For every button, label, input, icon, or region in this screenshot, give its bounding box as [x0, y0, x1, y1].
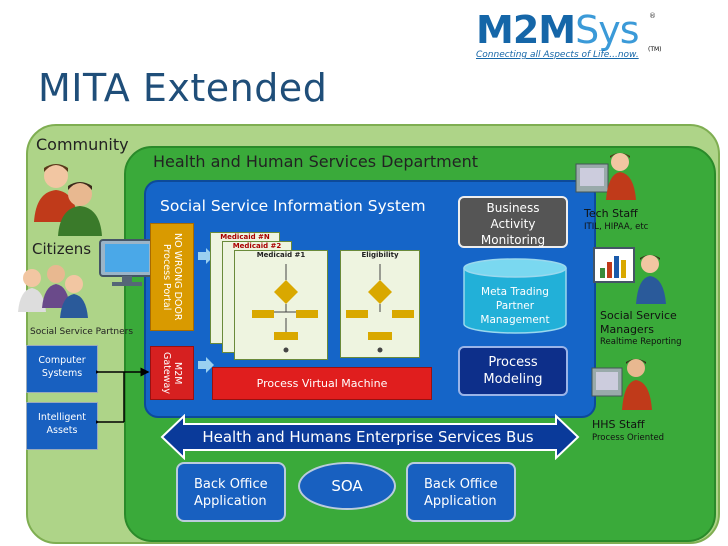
hhs-staff-icon — [591, 359, 652, 410]
logo-tagline: Connecting all Aspects of Life...now. — [476, 50, 639, 60]
registered-mark: ® — [649, 12, 656, 20]
citizens-people-icon — [34, 164, 102, 236]
nwd-label: NO WRONG DOOR Process Portal — [161, 233, 183, 321]
soa-node: SOA — [298, 462, 396, 510]
no-wrong-door-portal: NO WRONG DOOR Process Portal — [150, 223, 194, 331]
medicaid-1-card: Medicaid #1 — [234, 250, 328, 360]
process-virtual-machine: Process Virtual Machine — [212, 367, 432, 400]
computer-monitor-icon — [99, 239, 155, 286]
back-office-application-left: Back Office Application — [176, 462, 286, 522]
enterprise-services-bus-arrow — [160, 414, 580, 460]
process-modeling: Process Modeling — [458, 346, 568, 396]
medicaid-2-title: Medicaid #2 — [232, 242, 282, 250]
intelligent-assets-box: Intelligent Assets — [26, 402, 98, 450]
tech-staff-sub: ITIL, HIPAA, etc — [584, 222, 649, 232]
eligibility-title: Eligibility — [361, 251, 399, 259]
meta-trading-database-icon — [463, 258, 567, 334]
page-title: MITA Extended — [38, 66, 328, 110]
m2msys-logo: M2MSys Connecting all Aspects of Life...… — [476, 8, 676, 70]
medicaid-workflow-diagram — [252, 264, 318, 353]
citizens-label: Citizens — [32, 240, 92, 258]
logo-m2m: M2M — [476, 8, 576, 52]
service-managers-icon — [593, 247, 666, 304]
esb-label: Health and Humans Enterprise Services Bu… — [202, 428, 534, 446]
back-office-application-right: Back Office Application — [406, 462, 516, 522]
service-partners-icon — [18, 265, 88, 318]
ssis-label: Social Service Information System — [160, 197, 426, 215]
service-managers-title: Social Service Managers — [600, 309, 677, 336]
partners-label: Social Service Partners — [30, 327, 134, 337]
partner-connector-arrows — [96, 367, 150, 427]
community-label: Community — [36, 135, 129, 154]
eligibility-workflow-diagram — [346, 264, 414, 353]
m2m-gateway-label: M2M Gateway — [161, 352, 183, 394]
business-activity-monitoring: Business Activity Monitoring — [458, 196, 568, 248]
hhs-staff-title: HHS Staff — [592, 418, 645, 431]
m2m-gateway: M2M Gateway — [150, 346, 194, 400]
meta-trading-label: Meta Trading Partner Management — [480, 286, 550, 326]
hhs-staff-sub: Process Oriented — [592, 433, 665, 443]
medicaid-n-title: Medicaid #N — [220, 233, 270, 241]
logo-wordmark: M2MSys — [476, 8, 676, 52]
tech-staff-icon — [575, 153, 636, 200]
gateway-arrow-icon — [198, 357, 214, 373]
tech-staff-title: Tech Staff — [584, 207, 638, 220]
service-managers-sub: Realtime Reporting — [600, 337, 682, 347]
logo-sys: Sys — [575, 8, 639, 52]
hhs-label: Health and Human Services Department — [153, 152, 478, 171]
computer-systems-box: Computer Systems — [26, 345, 98, 393]
medicaid-1-title: Medicaid #1 — [256, 251, 306, 259]
trademark-mark: (TM) — [648, 46, 662, 53]
